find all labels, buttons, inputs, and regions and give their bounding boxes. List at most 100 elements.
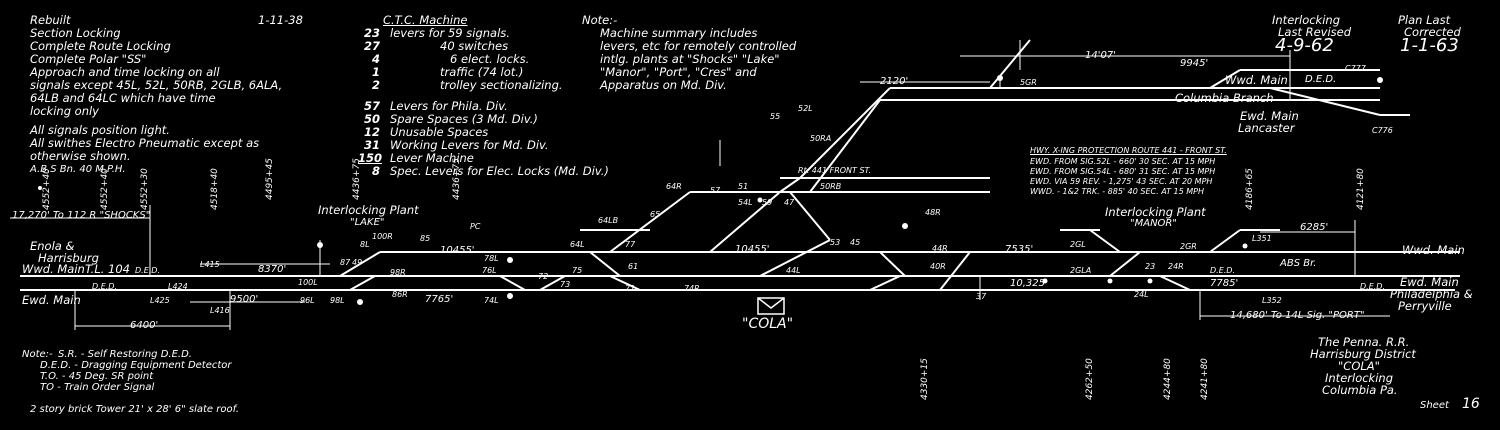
milepost: 4495+45 (265, 158, 275, 200)
crossover (789, 191, 831, 241)
lever-label: 78L (484, 254, 499, 263)
crossover (1109, 251, 1141, 277)
milepost: 4241+80 (1200, 358, 1210, 400)
ctc-row: Levers for Phila. Div. (390, 99, 508, 113)
title-plant: "COLA" (1338, 359, 1380, 373)
milepost: 4552+40 (42, 168, 52, 210)
crossover (1089, 229, 1121, 253)
note-title: Note:- (582, 13, 618, 27)
ewd-main-right: Ewd. Main (1400, 275, 1459, 289)
crossover (869, 275, 901, 291)
rebuilt-date: 1-11-38 (258, 13, 303, 27)
title-location: Columbia Pa. (1322, 383, 1398, 397)
sheet-label: Sheet (1420, 400, 1449, 411)
crossover (539, 275, 566, 291)
lever-label: 61 (628, 262, 639, 271)
crossover (879, 251, 906, 277)
ctc-count: 150 (358, 151, 383, 165)
lever-label: 59 (762, 198, 773, 207)
hwy-title: HWY. X-ING PROTECTION ROUTE 441 - FRONT … (1030, 146, 1227, 155)
lake-name: "LAKE" (350, 217, 385, 228)
lever-label: 54L (738, 198, 753, 207)
lever-label: 40R (930, 262, 946, 271)
lever-label: 24R (1168, 262, 1184, 271)
complete-polar: Complete Polar "SS" (30, 52, 147, 66)
lever-label: 74R (684, 284, 700, 293)
revision-title: Last Revised (1278, 25, 1352, 39)
ctc-row: Working Levers for Md. Div. (390, 138, 549, 152)
lever-label: L415 (200, 260, 220, 269)
dim-9945: 9945' (1180, 58, 1209, 69)
milepost: 4330+15 (920, 358, 930, 400)
tower-note: 2 story brick Tower 21' x 28' 6" slate r… (30, 404, 240, 415)
title-railroad: The Penna. R.R. (1318, 335, 1410, 349)
lever-label: L424 (168, 282, 188, 291)
lever-label: 64L (570, 240, 585, 249)
ctc-row: Spare Spaces (3 Md. Div.) (390, 112, 538, 126)
plan-title: Corrected (1404, 25, 1461, 39)
hwy-line: EWD. VIA 59 REV. - 1,275' 43 SEC. AT 20 … (1030, 177, 1213, 186)
branch (609, 191, 691, 253)
lever-label: 8L (360, 240, 370, 249)
dim-7765: 7765' (425, 294, 454, 305)
manor-plant-label: Interlocking Plant (1105, 205, 1206, 219)
legend-line: TO - Train Order Signal (40, 382, 155, 393)
dim-port: 14,680' To 14L Sig. "PORT" (1230, 310, 1365, 321)
lever-label: 50RB (820, 182, 842, 191)
lever-label: 87 (340, 258, 351, 267)
lever-label: 75 (572, 266, 583, 275)
lever-label: 44R (932, 244, 948, 253)
dim-7785: 7785' (1210, 278, 1239, 289)
lever-label: 98R (390, 268, 406, 277)
dim-6285: 6285' (1300, 222, 1329, 233)
ctc-row: Spec. Levers for Elec. Locks (Md. Div.) (390, 164, 609, 178)
ctc-row: trolley sectionalizing. (440, 78, 563, 92)
note-line: Apparatus on Md. Div. (600, 78, 727, 92)
ctc-count: 57 (363, 99, 380, 113)
harrisburg-label: Harrisburg (38, 251, 99, 265)
milepost: 4518+40 (210, 168, 220, 210)
sheet-number: 16 (1462, 396, 1480, 412)
lever-label: 71 (625, 284, 636, 293)
ctc-count: 27 (363, 39, 380, 53)
crossover (779, 177, 801, 193)
ctc-row: Lever Machine (390, 151, 474, 165)
lever-label: 2GLA (1070, 266, 1092, 275)
plan-title: Plan Last (1398, 13, 1451, 27)
dim-10325: 10,325' (1010, 278, 1048, 289)
signals-line-1: All signals position light. (30, 123, 170, 137)
ctc-count: 31 (363, 138, 380, 152)
dim-10455-a: 10455' (440, 245, 475, 256)
ctc-count: 12 (363, 125, 380, 139)
ctc-count: 50 (363, 112, 380, 126)
lever-label: 37 (976, 292, 987, 301)
ctc-count: 2 (371, 78, 380, 92)
note-line: intlg. plants at "Shocks" "Lake" (600, 52, 780, 66)
crossover (759, 239, 831, 277)
tower-icon (757, 297, 785, 315)
lever-label: L352 (1262, 296, 1282, 305)
lever-label: PC (470, 222, 481, 231)
crossover (349, 275, 376, 291)
ewd-main-left: Ewd. Main (22, 293, 81, 307)
legend-title: Note:- (22, 349, 53, 360)
note-line: "Manor", "Port", "Cres" and (600, 65, 757, 79)
revision-title: Interlocking (1272, 13, 1340, 27)
milepost: 4121+80 (1356, 168, 1366, 210)
note-line: levers, etc for remotely controlled (600, 39, 797, 53)
lever-label: 77 (625, 240, 636, 249)
wwd-main-right: Wwd. Main (1402, 243, 1465, 257)
abs-speed: A.B.S Bn. 40 M.P.H. (30, 164, 126, 175)
manor-name: "MANOR" (1130, 218, 1177, 229)
ctc-count: 1 (371, 65, 380, 79)
signals-line-2: All swithes Electro Pneumatic except as (30, 136, 260, 150)
lever-label: L416 (210, 306, 230, 315)
legend-line: S.R. - Self Restoring D.E.D. (58, 349, 192, 360)
lever-label: 73 (560, 280, 571, 289)
ded-marker: D.E.D. (92, 282, 118, 291)
lever-label: 48R (925, 208, 941, 217)
crossover (609, 275, 641, 291)
lever-label: 52L (798, 104, 813, 113)
crossover (1159, 275, 1191, 291)
